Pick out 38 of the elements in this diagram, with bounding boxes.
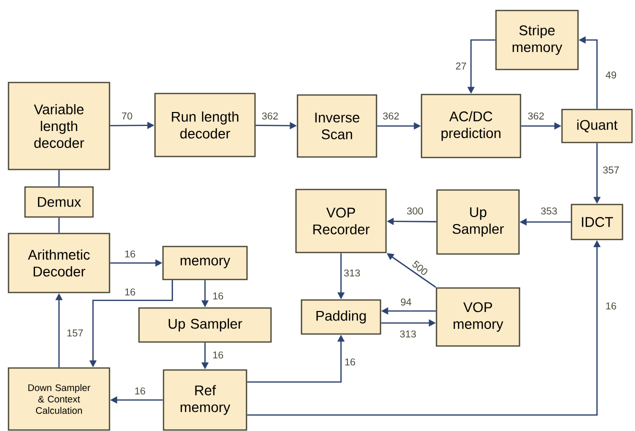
process-box: Arithmetic Decoder xyxy=(8,232,110,294)
process-box: Variable length decoder xyxy=(8,82,110,170)
process-box: iQuant xyxy=(561,108,633,144)
edge-label: 16 xyxy=(344,358,356,366)
process-box: IDCT xyxy=(570,204,624,240)
edge-label: 157 xyxy=(66,329,84,337)
process-box: Up Sampler xyxy=(436,189,520,255)
edge-label: 16 xyxy=(604,302,618,310)
edge-label: 313 xyxy=(343,268,361,278)
process-box: VOP memory xyxy=(436,287,520,347)
process-box: Padding xyxy=(300,299,382,335)
process-box: Demux xyxy=(24,186,94,218)
process-box: memory xyxy=(162,246,248,280)
edge-label: 16 xyxy=(124,288,136,296)
edge-label: 300 xyxy=(406,206,424,216)
edge-label: 49 xyxy=(604,70,618,80)
edge-label: 16 xyxy=(134,386,146,396)
process-box: Up Sampler xyxy=(138,307,272,343)
process-box: VOP Recorder xyxy=(295,188,387,254)
edge-label: 313 xyxy=(399,330,417,338)
edge-label: 16 xyxy=(212,350,224,360)
edge-label: 16 xyxy=(124,250,136,258)
process-box: Down Sampler & Context Calculation xyxy=(8,367,110,431)
edge-label: 357 xyxy=(602,166,620,174)
edge-label: 353 xyxy=(540,206,558,216)
edge-label: 16 xyxy=(212,292,224,300)
process-box: AC/DC prediction xyxy=(420,94,522,158)
edge-label: 500 xyxy=(410,259,430,277)
edge-label: 362 xyxy=(261,112,279,120)
edge-label: 70 xyxy=(120,112,134,120)
process-box: Ref memory xyxy=(162,369,248,431)
edge-label: 362 xyxy=(527,112,545,120)
edge-label: 94 xyxy=(400,298,412,306)
edge-label: 27 xyxy=(454,62,468,70)
process-box: Inverse Scan xyxy=(296,94,378,158)
process-box: Run length decoder xyxy=(154,92,256,158)
edge-label: 362 xyxy=(382,112,400,120)
process-box: Stripe memory xyxy=(495,10,579,70)
